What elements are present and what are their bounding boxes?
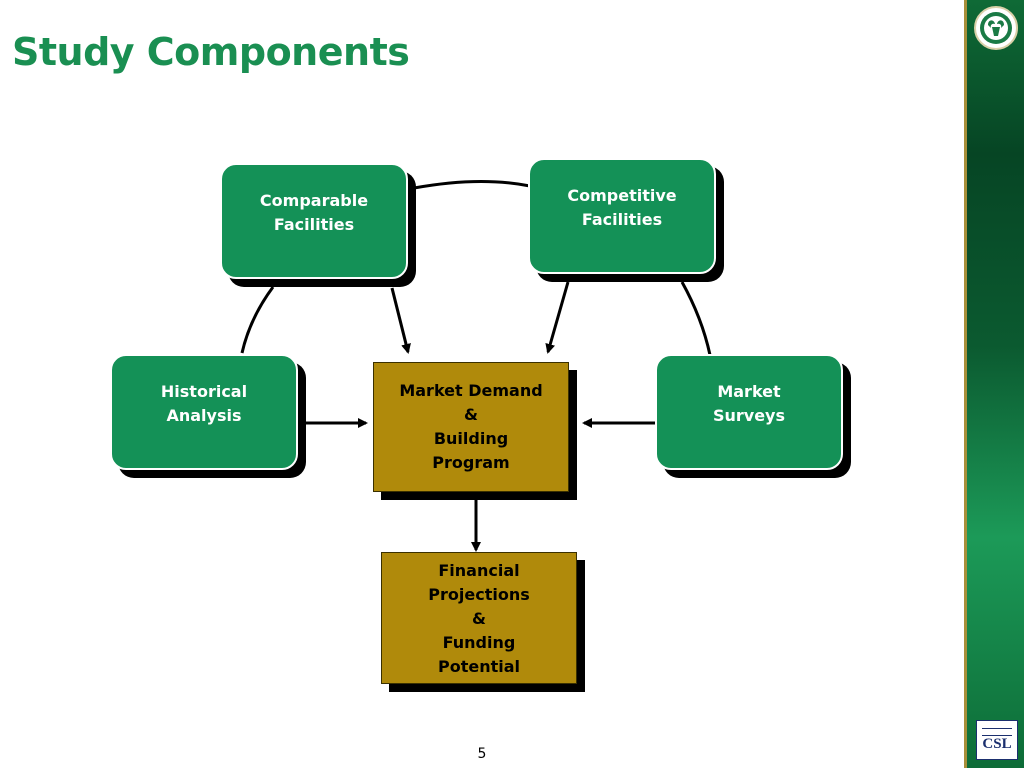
market-demand-box: Market Demand & Building Program: [373, 362, 569, 492]
historical-analysis-box: Historical Analysis: [110, 354, 298, 470]
comparable-facilities-box: Comparable Facilities: [220, 163, 408, 279]
decorative-side-bar: [964, 0, 1024, 768]
ram-logo-icon: [974, 6, 1018, 50]
competitive-facilities-box: Competitive Facilities: [528, 158, 716, 274]
market-surveys-box: Market Surveys: [655, 354, 843, 470]
slide-title: Study Components: [12, 30, 410, 74]
arc-top: [413, 179, 531, 190]
arc-left: [240, 286, 275, 354]
arrow-comparable-to-demand: [390, 287, 411, 354]
arc-right: [680, 281, 712, 356]
arrow-competitive-to-demand: [545, 281, 570, 354]
financial-projections-box: Financial Projections & Funding Potentia…: [381, 552, 577, 684]
csl-logo-icon: CSL: [976, 720, 1018, 760]
page-number: 5: [477, 746, 487, 762]
